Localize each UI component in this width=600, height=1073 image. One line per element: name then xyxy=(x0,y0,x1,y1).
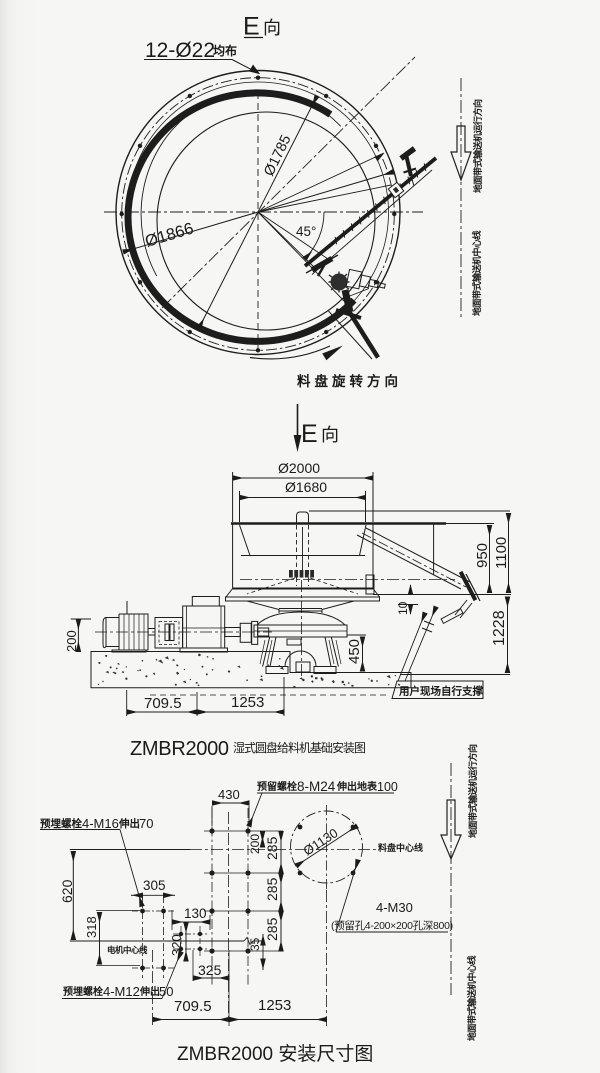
svg-text:均布: 均布 xyxy=(213,43,237,58)
svg-text:950: 950 xyxy=(474,543,491,568)
svg-text:4-M16: 4-M16 xyxy=(82,816,119,831)
svg-text:Ø1785: Ø1785 xyxy=(261,133,294,179)
svg-text:1253: 1253 xyxy=(258,997,291,1014)
svg-text:料盘旋转方向: 料盘旋转方向 xyxy=(297,373,402,389)
svg-text:4-M30: 4-M30 xyxy=(376,900,413,915)
svg-text:35: 35 xyxy=(248,937,262,951)
svg-text:1228: 1228 xyxy=(491,610,508,646)
svg-text:200: 200 xyxy=(248,834,262,854)
svg-text:8-M24: 8-M24 xyxy=(297,779,336,794)
svg-text:Ø1130: Ø1130 xyxy=(300,825,340,858)
svg-text:Ø2000: Ø2000 xyxy=(278,460,320,476)
svg-text:45°: 45° xyxy=(296,224,316,239)
svg-text:1253: 1253 xyxy=(231,694,264,711)
svg-text:318: 318 xyxy=(84,916,99,938)
svg-text:地面带式输送机中心线: 地面带式输送机中心线 xyxy=(466,955,477,1041)
svg-text:伸出地表: 伸出地表 xyxy=(336,780,378,793)
svg-text:向: 向 xyxy=(321,425,339,445)
svg-text:用户现场自行支撑: 用户现场自行支撑 xyxy=(398,685,483,698)
svg-text:地面带式输送机运行方向: 地面带式输送机运行方向 xyxy=(467,744,478,838)
svg-text:709.5: 709.5 xyxy=(144,695,182,712)
svg-text:电机中心线: 电机中心线 xyxy=(107,945,148,955)
svg-text:预留螺栓: 预留螺栓 xyxy=(257,780,297,793)
svg-text:E: E xyxy=(243,13,260,41)
svg-text:料盘中心线: 料盘中心线 xyxy=(378,842,423,853)
svg-text:50: 50 xyxy=(159,984,173,999)
svg-text:1100: 1100 xyxy=(493,537,510,569)
svg-text:4-M12: 4-M12 xyxy=(103,984,140,999)
svg-text:325: 325 xyxy=(198,962,222,978)
svg-text:200: 200 xyxy=(64,630,79,652)
svg-text:709.5: 709.5 xyxy=(174,998,212,1015)
svg-text:预埋螺栓: 预埋螺栓 xyxy=(63,985,103,998)
svg-text:285: 285 xyxy=(264,836,280,860)
svg-text:Ø1680: Ø1680 xyxy=(285,479,327,495)
svg-text:(预留孔4-200×200孔深800): (预留孔4-200×200孔深800) xyxy=(331,919,453,932)
svg-text:12-Ø22: 12-Ø22 xyxy=(145,39,215,62)
svg-text:285: 285 xyxy=(264,877,280,901)
svg-text:地面带式输送机运行方向: 地面带式输送机运行方向 xyxy=(472,99,483,193)
svg-text:305: 305 xyxy=(143,878,166,893)
svg-text:预埋螺栓: 预埋螺栓 xyxy=(40,817,82,830)
svg-text:10: 10 xyxy=(396,601,410,615)
svg-text:湿式圆盘给料机基础安装图: 湿式圆盘给料机基础安装图 xyxy=(233,740,365,755)
svg-text:Ø1866: Ø1866 xyxy=(143,220,196,251)
svg-text:E: E xyxy=(301,420,318,448)
svg-text:伸出: 伸出 xyxy=(118,817,140,830)
svg-text:向: 向 xyxy=(263,18,281,38)
svg-text:430: 430 xyxy=(218,787,240,802)
svg-text:70: 70 xyxy=(139,816,153,831)
svg-text:地面带式输送机中心线: 地面带式输送机中心线 xyxy=(471,230,482,316)
svg-text:伸出: 伸出 xyxy=(139,985,160,998)
svg-text:285: 285 xyxy=(264,917,280,941)
svg-text:ZMBR2000 安装尺寸图: ZMBR2000 安装尺寸图 xyxy=(177,1043,373,1065)
svg-text:620: 620 xyxy=(59,879,75,903)
svg-text:450: 450 xyxy=(346,639,363,664)
svg-text:100: 100 xyxy=(377,780,398,794)
svg-text:ZMBR2000: ZMBR2000 xyxy=(130,738,229,760)
svg-text:130: 130 xyxy=(184,906,207,921)
svg-text:320: 320 xyxy=(169,934,184,956)
